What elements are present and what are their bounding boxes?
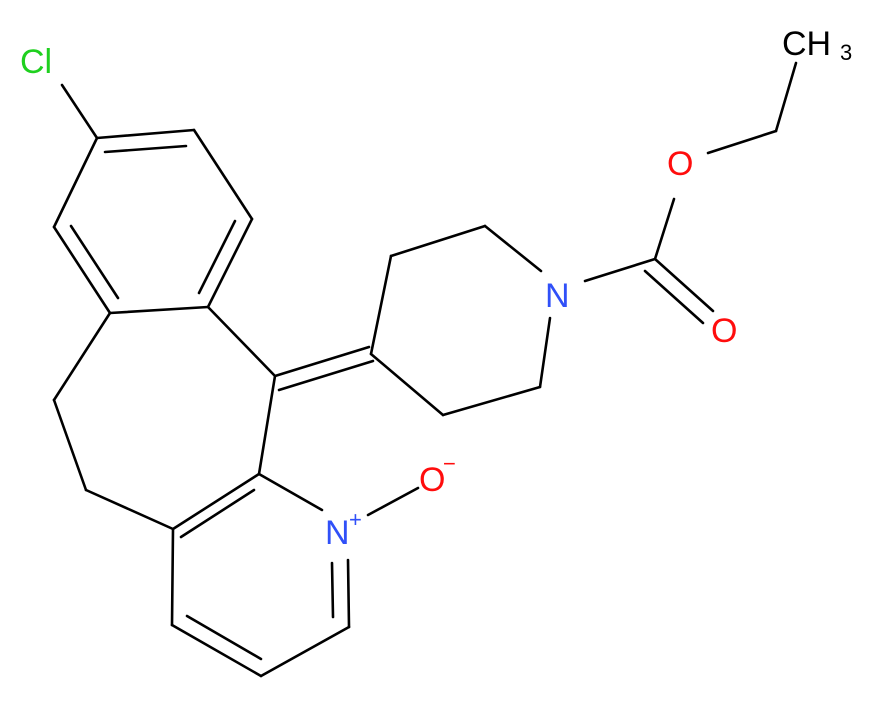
positive-charge: + [349,507,362,532]
negative-charge: − [443,451,456,476]
bonds [52,61,798,678]
bond [257,472,324,512]
pyridine-nitrogen-atom: N [325,514,350,552]
bond [69,224,120,300]
bond [277,359,375,392]
bond [84,488,175,531]
bond [346,558,351,629]
bond [643,269,705,325]
bond [538,316,552,389]
bond [330,561,335,619]
bond [197,219,237,295]
bond [369,352,445,417]
bond [653,197,676,261]
bond [257,374,277,476]
ester-oxygen-atom: O [667,145,693,183]
bond [185,614,263,661]
bond [369,254,393,356]
bond [192,128,254,221]
piperidine-nitrogen-atom: N [545,277,570,315]
bond [171,472,261,531]
bond [95,128,196,140]
bond [583,257,657,283]
carbonyl-oxygen-atom: O [711,312,737,350]
bond [52,311,112,402]
bond [389,224,487,258]
bond [366,486,420,517]
methyl-group: CH [782,25,831,63]
bond [441,385,542,417]
bond [179,488,256,539]
bond [52,136,99,229]
methyl-subscript: 3 [840,40,852,65]
bond [259,625,351,678]
chlorine-atom: Cl [20,43,52,81]
bond [206,217,254,309]
bond [170,623,263,678]
bond [170,527,175,627]
bond [52,398,88,492]
bond [483,224,543,273]
atom-labels: Cl O N O N + O − CH 3 [20,25,852,552]
bond [108,305,210,315]
bond [206,305,277,378]
bond [52,225,112,315]
oxide-oxygen-atom: O [419,461,445,499]
bond [706,129,778,155]
bond [774,61,798,133]
bond [653,257,715,313]
bond [273,345,371,378]
bond [60,83,99,140]
bond [103,144,188,154]
